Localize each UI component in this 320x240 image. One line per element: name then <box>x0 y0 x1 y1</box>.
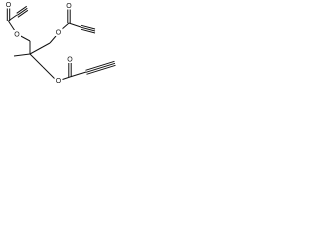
ester-oxygen-2: O <box>56 30 62 37</box>
triple-bond-2b <box>80 26 96 32</box>
carbonyl-to-alkyne-bond-1 <box>8 14 18 22</box>
carbonyl-oxygen-1: O <box>6 2 12 9</box>
carbonyl-oxygen-3: O <box>67 57 73 64</box>
methyl-bond <box>13 53 31 57</box>
triple-bond-3c <box>86 64 116 75</box>
triple-bond-2c <box>80 28 96 34</box>
propiolate-arm-1 <box>6 5 31 42</box>
quaternary-c-to-ch2-3 <box>29 53 44 68</box>
triple-bond-3a <box>85 60 115 71</box>
ester-oxygen-1: O <box>14 32 20 39</box>
propiolate-arm-3 <box>42 60 116 81</box>
triple-bond-3b <box>85 62 116 73</box>
carbonyl-to-alkyne-bond-2 <box>68 22 82 28</box>
atom-labels: O O O O O O <box>4 0 74 85</box>
chemical-structure-diagram: O O O O O O <box>4 0 116 85</box>
triple-bond-1a <box>16 5 27 14</box>
triple-bond-1b <box>17 7 28 16</box>
triple-bond-1c <box>17 9 29 18</box>
ester-oxygen-3: O <box>56 78 62 85</box>
quaternary-core <box>13 41 51 68</box>
carbonyl-oxygen-2: O <box>66 3 72 10</box>
carbonyl-to-alkyne-bond-3 <box>69 71 87 78</box>
triple-bond-2a <box>80 24 96 30</box>
ch2-3-to-ester-o-bond-3 <box>42 66 57 81</box>
ch2-2-to-ester-o-bond-2 <box>49 35 57 44</box>
quaternary-c-to-ch2-2 <box>29 42 51 55</box>
propiolate-arm-2 <box>49 9 96 44</box>
